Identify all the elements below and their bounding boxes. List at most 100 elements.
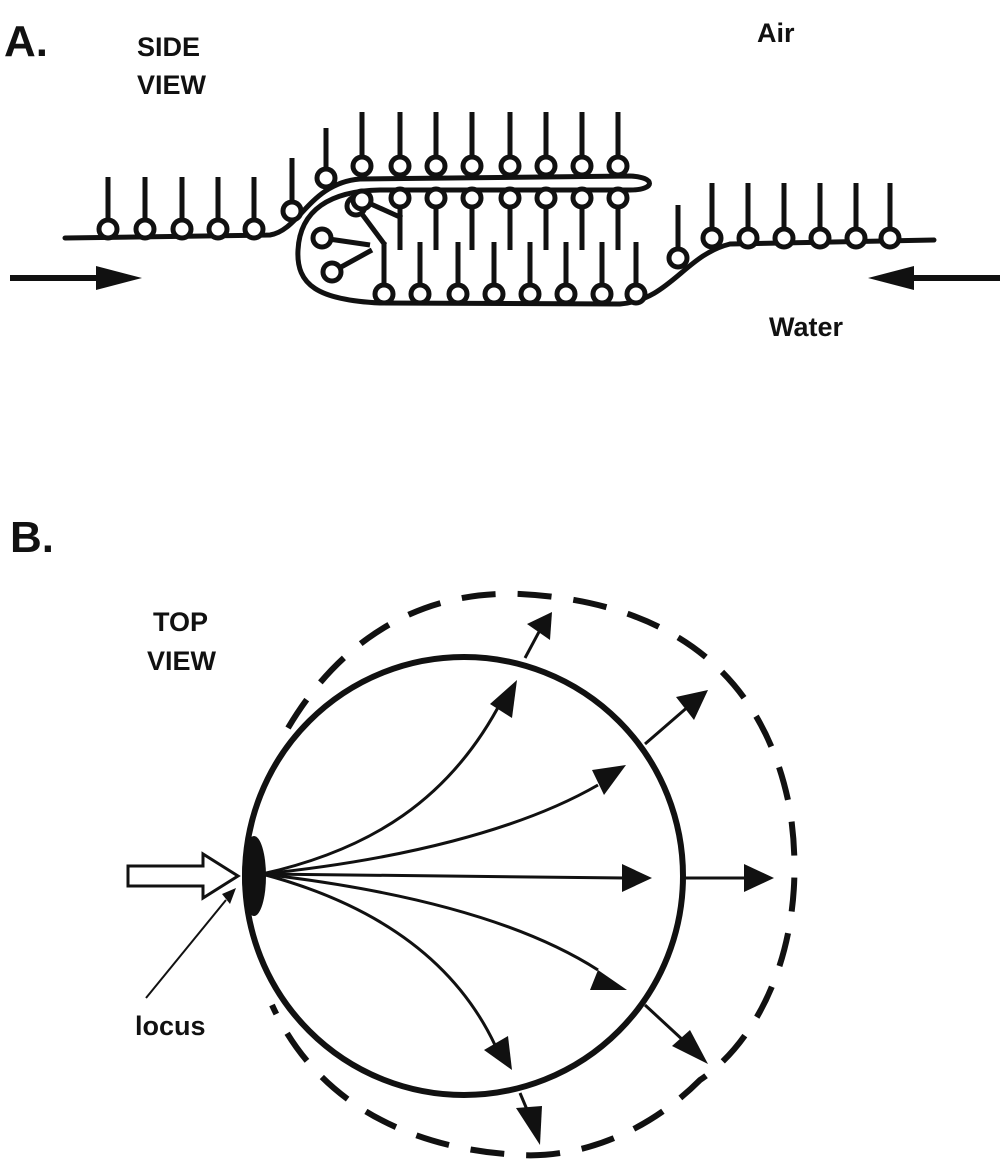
expanded-boundary-dashed bbox=[269, 590, 798, 1159]
lipid-head bbox=[570, 154, 594, 178]
lipid-molecule bbox=[482, 242, 506, 306]
lipid-molecule bbox=[844, 183, 868, 250]
locus-oval bbox=[242, 836, 266, 916]
panel-b-label: B. bbox=[10, 513, 54, 562]
top-view-label-line1: TOP bbox=[153, 607, 208, 637]
lipid-head bbox=[170, 217, 194, 241]
spread-arrow-4 bbox=[261, 872, 599, 972]
lipid-molecule bbox=[310, 226, 371, 250]
lipid-head bbox=[624, 282, 648, 306]
lipid-head bbox=[772, 226, 796, 250]
lipid-molecule bbox=[446, 242, 470, 306]
lipid-head bbox=[666, 246, 690, 270]
lipid-molecule bbox=[314, 128, 338, 190]
lipid-head bbox=[498, 154, 522, 178]
lipid-molecule bbox=[606, 112, 630, 178]
lipid-head bbox=[408, 282, 432, 306]
lipid-head bbox=[96, 217, 120, 241]
lipid-molecule bbox=[424, 112, 448, 178]
arrowhead-1 bbox=[490, 680, 517, 718]
lipid-molecule bbox=[460, 112, 484, 178]
lipid-molecule bbox=[808, 183, 832, 250]
locus-label: locus bbox=[135, 1011, 206, 1041]
lipid-head bbox=[518, 282, 542, 306]
lipid-head bbox=[534, 186, 558, 210]
side-view-label-line2: VIEW bbox=[137, 70, 207, 100]
lipid-head bbox=[133, 217, 157, 241]
lipid-molecule bbox=[388, 186, 412, 250]
lipid-molecule bbox=[570, 112, 594, 178]
lipid-head bbox=[606, 186, 630, 210]
water-label: Water bbox=[769, 312, 844, 342]
lipid-molecule bbox=[590, 242, 614, 306]
locus-pointer-line bbox=[145, 899, 227, 999]
lipid-head bbox=[570, 186, 594, 210]
arrowhead-lower-right bbox=[672, 1030, 708, 1064]
lipid-head bbox=[350, 154, 374, 178]
panel-b: B. TOP VIEW locus bbox=[10, 513, 798, 1159]
lipid-head bbox=[372, 282, 396, 306]
lipid-head bbox=[554, 282, 578, 306]
lipid-head bbox=[388, 186, 412, 210]
air-label: Air bbox=[757, 18, 795, 48]
lipid-molecule bbox=[133, 177, 157, 241]
spread-arrow-2 bbox=[261, 783, 599, 876]
compression-arrow-left bbox=[10, 266, 142, 290]
lipid-head bbox=[808, 226, 832, 250]
lipid-head bbox=[280, 199, 304, 223]
lipid-molecule bbox=[320, 247, 374, 284]
lipid-head bbox=[606, 154, 630, 178]
lipid-molecule bbox=[518, 242, 542, 306]
lipid-head bbox=[314, 166, 338, 190]
lipid-molecule bbox=[772, 183, 796, 250]
spread-arrow-1 bbox=[261, 699, 504, 876]
lipid-head bbox=[242, 217, 266, 241]
arrowhead-5 bbox=[484, 1036, 512, 1070]
lipid-molecule bbox=[206, 177, 230, 241]
lipid-molecule bbox=[554, 242, 578, 306]
lipid-molecule bbox=[388, 112, 412, 178]
lipid-molecule bbox=[170, 177, 194, 241]
lipid-head bbox=[424, 154, 448, 178]
lipid-molecule bbox=[350, 112, 374, 178]
lipid-molecule bbox=[350, 188, 404, 221]
locus-pointer-head bbox=[222, 888, 236, 904]
side-view-label-line1: SIDE bbox=[137, 32, 200, 62]
arrowhead-2 bbox=[592, 765, 626, 795]
lipid-molecule bbox=[666, 205, 690, 270]
lipid-molecule bbox=[736, 183, 760, 250]
top-view-label-line2: VIEW bbox=[147, 646, 217, 676]
lipid-molecule bbox=[624, 242, 648, 306]
lipid-molecules bbox=[96, 112, 902, 306]
spread-arrow-3 bbox=[261, 872, 626, 880]
arrowhead-right bbox=[744, 864, 774, 892]
lipid-head bbox=[534, 154, 558, 178]
lipid-molecule bbox=[242, 177, 266, 241]
lipid-molecule bbox=[372, 242, 396, 306]
lipid-head bbox=[424, 186, 448, 210]
lipid-head bbox=[844, 226, 868, 250]
extension-arrow-upper-right bbox=[644, 703, 691, 746]
arrowhead-upper-right bbox=[676, 690, 708, 720]
lipid-head bbox=[878, 226, 902, 250]
lipid-head bbox=[206, 217, 230, 241]
lipid-molecule bbox=[280, 158, 304, 223]
compression-arrow-right bbox=[868, 266, 1000, 290]
panel-a: A. SIDE VIEW Air Water bbox=[4, 17, 1000, 342]
arrowhead-3 bbox=[622, 864, 652, 892]
lipid-molecule bbox=[700, 183, 724, 250]
lipid-molecule bbox=[878, 183, 902, 250]
lipid-molecule bbox=[534, 186, 558, 250]
arrowhead-4 bbox=[590, 970, 627, 990]
lipid-head bbox=[498, 186, 522, 210]
lipid-head bbox=[350, 188, 374, 212]
lipid-head bbox=[736, 226, 760, 250]
lipid-molecule bbox=[424, 186, 448, 250]
lipid-head bbox=[482, 282, 506, 306]
spreading-arrows bbox=[261, 629, 745, 1113]
lipid-head bbox=[700, 226, 724, 250]
lipid-molecule bbox=[534, 112, 558, 178]
lipid-molecule bbox=[498, 112, 522, 178]
arrowhead-bottom bbox=[516, 1106, 542, 1145]
